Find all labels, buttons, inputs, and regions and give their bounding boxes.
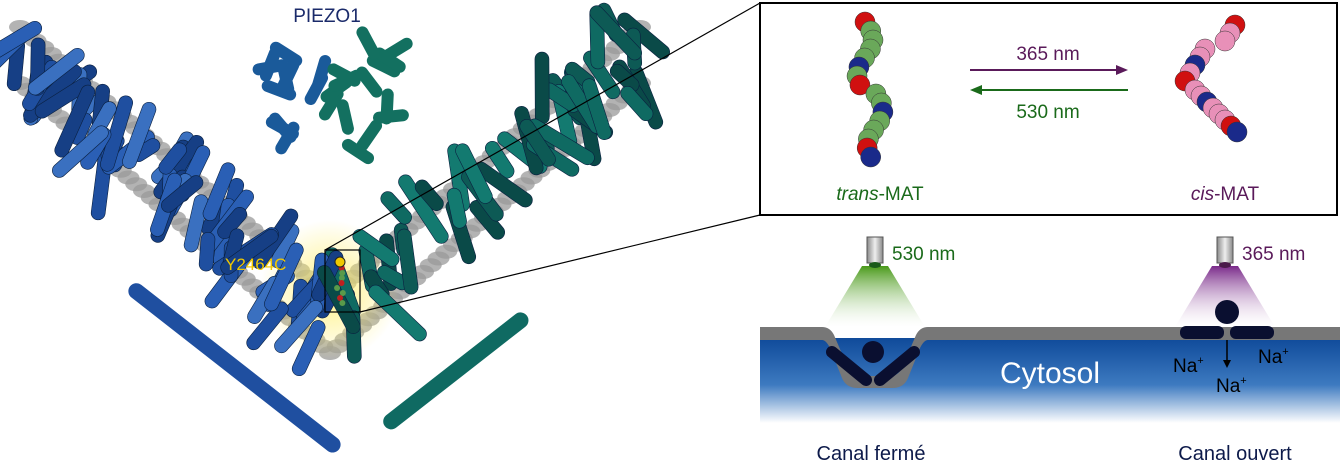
helix	[446, 187, 467, 229]
helix	[202, 162, 236, 221]
cap-helix	[356, 66, 383, 98]
helix	[217, 206, 248, 240]
helix	[484, 141, 515, 179]
helix	[519, 119, 556, 167]
lamp-530-icon	[866, 236, 884, 264]
helix	[534, 51, 550, 125]
ion-flow-arrowhead	[1223, 360, 1231, 368]
cap-helix	[252, 59, 289, 76]
trans-mat-molecule	[846, 11, 894, 168]
forward-wavelength: 365 nm	[1016, 44, 1079, 65]
open-caption: Canal ouvert	[1178, 443, 1292, 465]
open-channel-right-arm	[1230, 326, 1274, 339]
atom	[860, 146, 881, 168]
beam-helix	[128, 283, 341, 453]
helix	[455, 143, 493, 204]
protein-helices	[0, 2, 670, 453]
inset-frame	[759, 2, 1338, 216]
photoswitch-inset: 365 nm 530 nm trans-MAT cis-MAT	[759, 2, 1338, 216]
helix	[158, 142, 187, 175]
lamp-365-icon	[1216, 236, 1234, 264]
mutation-label: Y2464C	[225, 255, 286, 274]
membrane	[760, 327, 1340, 388]
helix	[220, 228, 279, 275]
sodium-ion: Na+	[1173, 355, 1204, 377]
ligand-atom	[338, 280, 345, 286]
ligand-atom	[339, 290, 346, 296]
helix	[368, 284, 427, 342]
closed-light-label: 530 nm	[892, 244, 955, 265]
ligand-atom	[334, 285, 341, 291]
beam-helix	[383, 312, 529, 430]
helix	[581, 78, 612, 140]
cap-helix	[341, 138, 375, 165]
protein-title: PIEZO1	[293, 6, 361, 27]
atom	[1226, 121, 1248, 143]
helix	[161, 175, 204, 213]
atom	[1214, 30, 1236, 52]
cap-helix	[336, 99, 354, 135]
sodium-ion: Na+	[1216, 375, 1247, 397]
helix	[589, 5, 642, 61]
helix	[27, 47, 85, 96]
reverse-wavelength: 530 nm	[1016, 102, 1079, 123]
helix	[0, 20, 43, 66]
sodium-ion: Na+	[1258, 346, 1289, 368]
mutation-site-marker	[334, 256, 346, 268]
forward-arrowhead	[1116, 65, 1128, 75]
trans-mat-label: trans-MAT	[836, 184, 924, 205]
cap-helix	[304, 71, 329, 106]
helix	[274, 300, 323, 354]
reverse-arrowhead	[970, 85, 982, 95]
open-channel-left-arm	[1180, 326, 1224, 339]
helix	[54, 84, 96, 158]
helix	[246, 301, 289, 351]
cap-helix	[277, 58, 300, 93]
cis-mat-molecule	[1174, 14, 1248, 143]
lamp-530-lens-icon	[869, 262, 881, 268]
helix	[352, 228, 400, 267]
cap-helix	[373, 47, 406, 73]
piezo1-structure: PIEZO1 Y2464C	[0, 2, 761, 453]
zoom-line-bottom	[359, 214, 761, 313]
helix	[414, 179, 444, 211]
green-light-beam	[825, 266, 925, 327]
zoom-box	[324, 249, 361, 313]
ligand-atom	[338, 275, 345, 281]
open-light-label: 365 nm	[1242, 244, 1305, 265]
cap-helix	[268, 112, 297, 143]
closed-caption: Canal fermé	[817, 443, 926, 465]
ligand-atom	[339, 270, 346, 276]
closed-channel-left-arm	[826, 346, 872, 386]
cap-helix	[356, 26, 380, 60]
helix	[34, 77, 92, 119]
atom	[849, 74, 871, 96]
helix	[122, 101, 157, 169]
open-channel-cap	[1215, 300, 1239, 324]
helix	[183, 194, 209, 253]
cap-helix	[372, 109, 409, 124]
helix	[396, 228, 419, 295]
sodium-ions: Na+ Na+ Na+	[1173, 346, 1289, 397]
helix	[620, 85, 654, 122]
closed-channel-right-arm	[874, 346, 920, 386]
cap-helix	[356, 119, 383, 152]
cap-helix	[366, 54, 401, 78]
purple-light-beam	[1175, 266, 1275, 327]
channel-schematic: 530 nm 365 nm Cytosol Na+ Na+ Na+ Canal …	[760, 236, 1340, 465]
closed-channel-cap	[862, 341, 884, 363]
cytosol-label: Cytosol	[1000, 357, 1100, 390]
helix	[264, 242, 304, 312]
helix	[52, 125, 109, 178]
lamp-365-lens-icon	[1219, 262, 1231, 268]
helix	[198, 231, 216, 272]
ligand-atom	[337, 295, 344, 301]
cis-mat-label: cis-MAT	[1191, 184, 1260, 205]
ligand-atom	[339, 300, 346, 306]
zoom-line-top	[324, 2, 761, 251]
cap-helix	[327, 63, 361, 87]
helix	[291, 320, 326, 377]
